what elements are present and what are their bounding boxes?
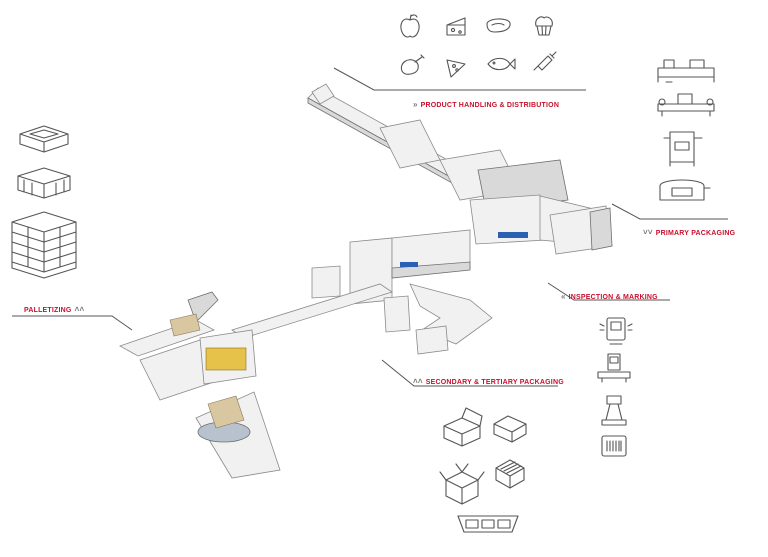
cupcake-icon xyxy=(535,16,553,36)
inspection-icons xyxy=(597,317,633,457)
pallet-box-load xyxy=(207,395,245,429)
chicken-leg-icon xyxy=(400,54,425,75)
palletizing-area xyxy=(119,291,281,479)
case-packer-icon xyxy=(495,459,525,489)
production-line xyxy=(119,83,613,479)
callout-line-primary xyxy=(611,203,728,220)
callout-lines xyxy=(12,67,728,387)
palletizing-icons xyxy=(11,125,77,279)
pallet-load-icon xyxy=(11,211,77,279)
crate-icon xyxy=(17,167,71,199)
callout-line-palletizing xyxy=(12,315,133,331)
double-chevron-up-icon-2: ˄˄ xyxy=(413,377,423,386)
conveyor-blue-belt xyxy=(498,232,528,238)
label-inspection-marking: «INSPECTION & MARKING xyxy=(561,292,658,301)
fish-icon xyxy=(487,57,516,71)
secondary-icons xyxy=(439,407,527,533)
label-secondary-tertiary: ˄˄SECONDARY & TERTIARY PACKAGING xyxy=(413,377,564,386)
vision-inspection-icon xyxy=(599,317,633,345)
apple-icon xyxy=(400,14,420,38)
xray-detector-icon xyxy=(601,395,627,426)
flow-wrapper-icon xyxy=(657,59,715,83)
callout-line-inspection xyxy=(547,282,670,301)
checkweigher-icon xyxy=(597,353,631,383)
barcode-label-icon xyxy=(601,435,627,457)
shipping-box-open-icon xyxy=(439,463,485,505)
meat-steak-icon xyxy=(486,18,511,33)
cheese-icon xyxy=(446,17,466,36)
folding-carton-open-icon xyxy=(443,407,483,447)
vacuum-chamber-icon xyxy=(659,179,711,201)
double-chevron-up-icon: ˄˄ xyxy=(74,305,85,314)
tray-sealer-icon xyxy=(663,131,703,167)
callout-line-product-handling xyxy=(333,67,586,91)
double-chevron-right-icon: » xyxy=(413,100,418,109)
primary-icons xyxy=(657,59,715,201)
secondary-conveyors xyxy=(231,283,493,355)
callout-line-secondary xyxy=(381,359,558,387)
pallet-box-load-2 xyxy=(169,313,201,337)
primary-packaging-machines xyxy=(549,205,613,255)
pallet-yellow-frame xyxy=(205,347,247,371)
pizza-slice-icon xyxy=(446,59,466,78)
pallet-tray-icon xyxy=(19,125,69,153)
product-icons xyxy=(400,14,557,78)
inspection-blue-belt xyxy=(400,262,418,267)
inspection-machines xyxy=(311,229,471,333)
double-chevron-down-icon: ˅˅ xyxy=(643,228,653,237)
crate-tray-icon xyxy=(457,515,519,533)
carton-box-icon xyxy=(493,415,527,443)
label-primary-packaging: ˅˅PRIMARY PACKAGING xyxy=(643,228,736,237)
label-product-handling: »PRODUCT HANDLING & DISTRIBUTION xyxy=(413,100,560,109)
syringe-icon xyxy=(533,51,557,71)
label-palletizing: PALLETIZING˄˄ xyxy=(24,305,85,314)
thermoformer-icon xyxy=(657,93,715,117)
double-chevron-left-icon: « xyxy=(561,292,566,301)
